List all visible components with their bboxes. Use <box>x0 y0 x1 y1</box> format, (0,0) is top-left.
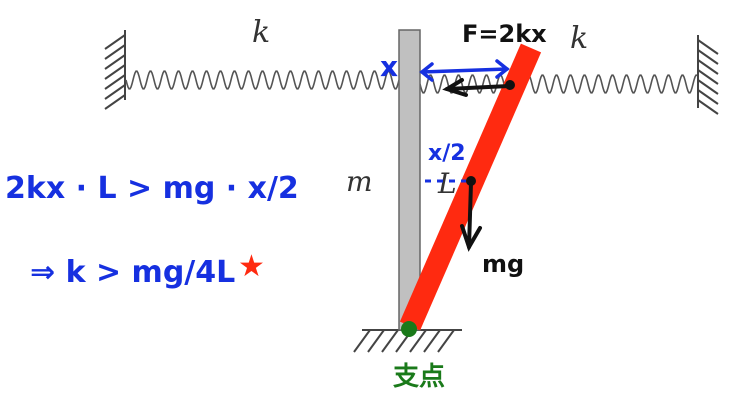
force-point <box>505 80 515 90</box>
hatch-line <box>104 64 126 80</box>
hatch-line <box>697 79 719 95</box>
hatch-line <box>697 99 719 115</box>
hatch-line <box>697 49 719 65</box>
hatch-line <box>353 329 371 353</box>
right-wall <box>697 35 719 115</box>
spring-right <box>419 74 697 94</box>
hatch-line <box>697 59 719 75</box>
pivot-label: 支点 <box>393 361 445 392</box>
hatch-line <box>104 74 126 90</box>
hatch-line <box>437 329 455 353</box>
displacement-label: x <box>380 50 398 83</box>
hatch-line <box>409 329 427 353</box>
gravity-label: mg <box>482 250 524 278</box>
hatch-line <box>104 54 126 70</box>
pivot-dot <box>401 321 417 337</box>
hatch-line <box>381 329 399 353</box>
equation-result: ⇒ k > mg/4L <box>30 255 235 290</box>
spring-right-label: k <box>570 21 588 56</box>
hatch-line <box>104 44 126 60</box>
mass-label: m <box>346 165 373 198</box>
hatch-line <box>104 94 126 110</box>
hatch-line <box>104 84 126 100</box>
hatch-line <box>697 39 719 55</box>
length-label: L <box>437 167 457 200</box>
hatch-line <box>697 89 719 105</box>
left-wall <box>104 30 126 110</box>
gravity-arrow <box>460 181 482 252</box>
spring-left-label: k <box>252 15 270 50</box>
displacement-arrow <box>419 59 510 82</box>
center-of-mass <box>466 176 476 186</box>
hatch-line <box>104 34 126 50</box>
half-displacement-label: x/2 <box>428 141 466 166</box>
star-icon: ★ <box>238 249 265 284</box>
equation-torque: 2kx · L > mg · x/2 <box>5 171 299 206</box>
spring-force-arrow <box>442 78 512 97</box>
hatch-line <box>423 329 441 353</box>
hatch-line <box>367 329 385 353</box>
spring-left <box>125 70 400 90</box>
hatch-line <box>697 69 719 85</box>
force-label: F=2kx <box>462 20 547 48</box>
